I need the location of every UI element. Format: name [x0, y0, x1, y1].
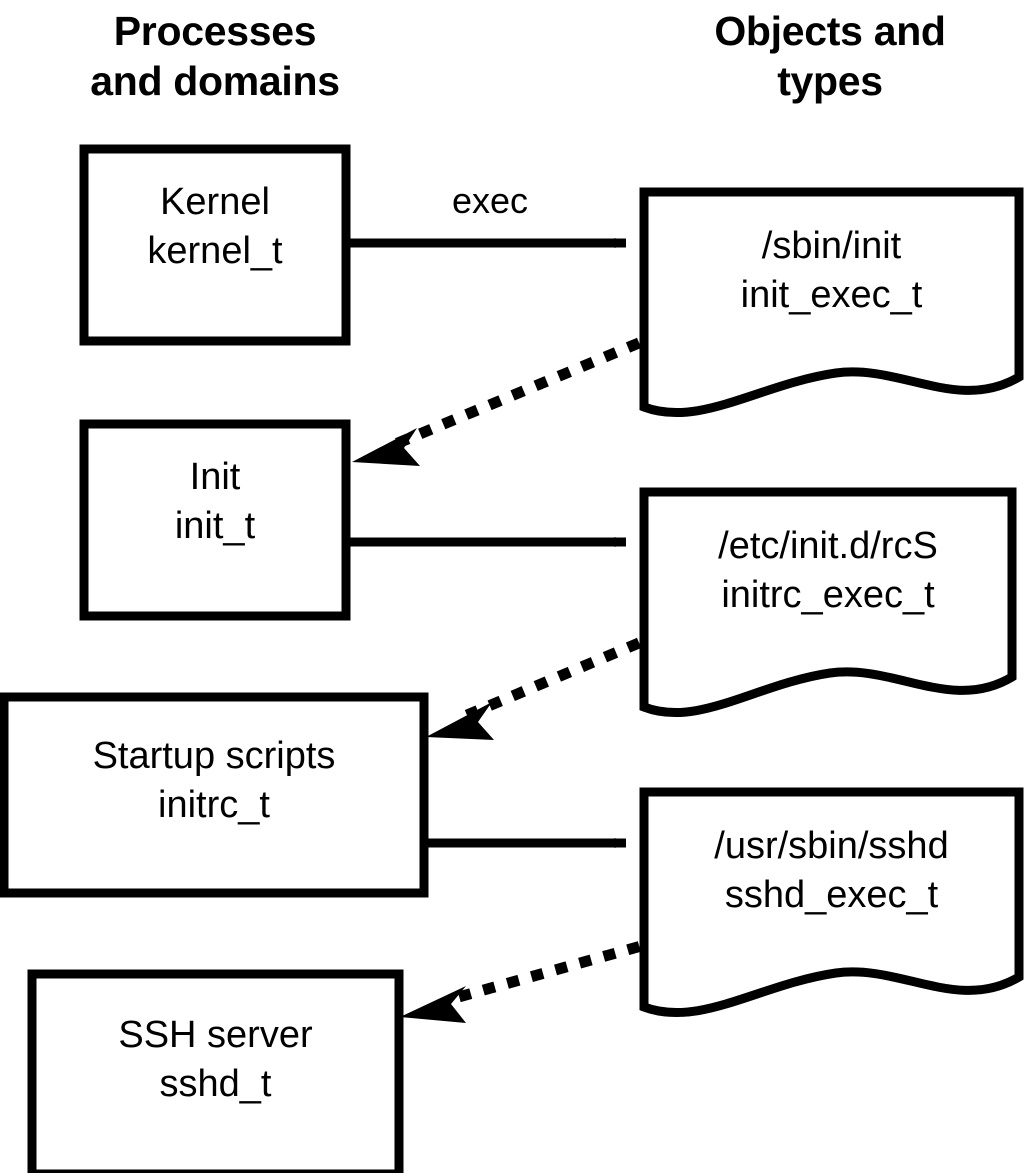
object-label-initrc-exec: /etc/init.d/rcS initrc_exec_t — [718, 525, 938, 616]
process-box-kernel[interactable] — [79, 144, 351, 346]
object-label-init-exec: /sbin/init init_exec_t — [740, 225, 923, 316]
object-doc-sshd-exec[interactable] — [639, 787, 1024, 1018]
process-box-initrc[interactable] — [0, 692, 429, 898]
object-label-sshd-exec: /usr/sbin/sshd sshd_exec_t — [714, 825, 949, 916]
edge-init-exec-to-init-arrowhead — [352, 428, 420, 466]
edge-initrc-exec-to-initrc-arrowhead — [426, 702, 494, 740]
edge-sshd-exec-to-sshd-arrowhead — [400, 986, 466, 1023]
object-doc-initrc-exec[interactable] — [639, 487, 1017, 718]
column-heading-objects: Objects and types — [714, 8, 946, 104]
process-box-init[interactable] — [79, 419, 351, 621]
edge-sshd-exec-to-sshd — [441, 941, 641, 1007]
process-box-sshd[interactable] — [27, 969, 404, 1173]
object-doc-init-exec[interactable] — [639, 187, 1024, 418]
column-heading-processes: Processes and domains — [90, 8, 340, 104]
edge-init-exec-to-init — [390, 337, 642, 451]
edge-initrc-exec-to-initrc — [464, 637, 642, 721]
process-label-init: Init init_t — [174, 456, 256, 547]
edge-label-exec: exec — [451, 180, 529, 221]
process-label-kernel: Kernel kernel_t — [147, 181, 283, 272]
process-label-sshd: SSH server sshd_t — [118, 1014, 313, 1105]
process-label-initrc: Startup scripts initrc_t — [92, 735, 336, 826]
